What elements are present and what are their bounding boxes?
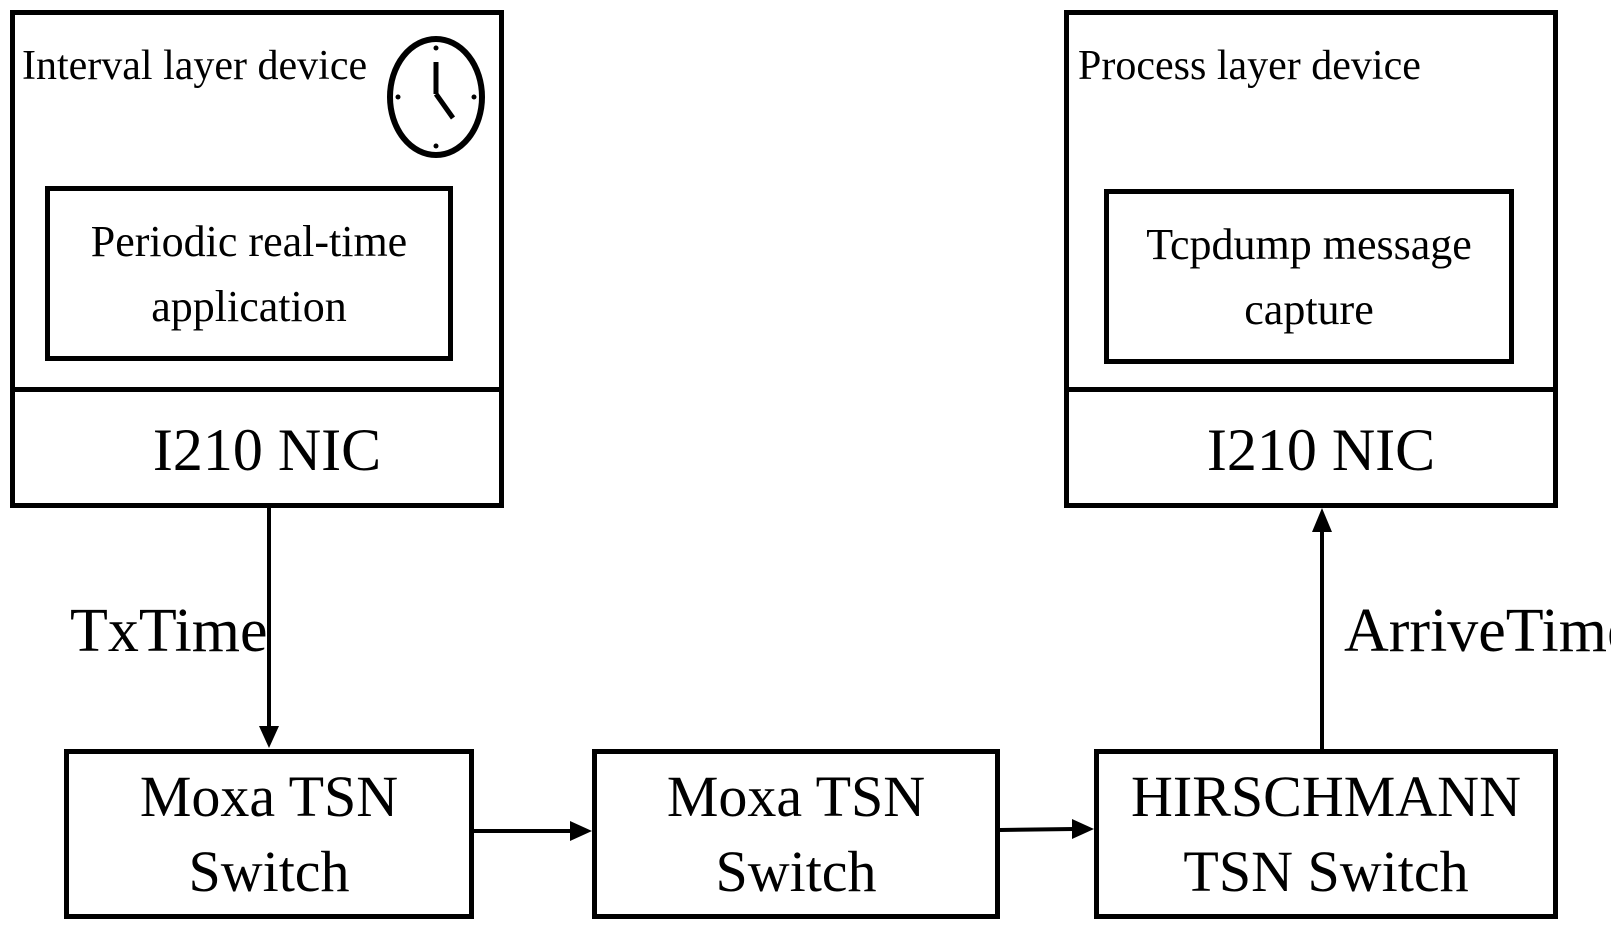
hirschmann-switch-line1: HIRSCHMANN bbox=[1131, 764, 1521, 829]
process-device-divider bbox=[1064, 387, 1558, 392]
periodic-application-box: Periodic real-time application bbox=[45, 186, 453, 361]
tcpdump-capture-line2: capture bbox=[1244, 284, 1374, 334]
tcpdump-capture-line1: Tcpdump message bbox=[1146, 219, 1472, 269]
moxa-switch-1: Moxa TSN Switch bbox=[64, 749, 474, 919]
periodic-application-line1: Periodic real-time bbox=[90, 216, 408, 266]
moxa-switch-1-line2: Switch bbox=[188, 839, 350, 904]
process-device-title: Process layer device bbox=[1078, 43, 1421, 89]
moxa-switch-2-line2: Switch bbox=[715, 839, 877, 904]
interval-device-divider bbox=[10, 387, 504, 392]
txtime-label: TxTime bbox=[70, 597, 268, 665]
periodic-application-line2: application bbox=[151, 281, 347, 331]
arrow-arrivetime bbox=[1312, 508, 1332, 749]
interval-nic-label: I210 NIC bbox=[152, 416, 382, 483]
interval-device-title: Interval layer device bbox=[22, 43, 368, 89]
arrow-switch2-to-hirschmann bbox=[999, 819, 1094, 839]
arrivetime-label: ArriveTime bbox=[1344, 597, 1611, 665]
tcpdump-capture-box: Tcpdump message capture bbox=[1104, 189, 1514, 364]
hirschmann-switch-line2: TSN Switch bbox=[1183, 839, 1469, 904]
hirschmann-switch: HIRSCHMANN TSN Switch bbox=[1094, 749, 1558, 919]
arrow-switch1-to-switch2 bbox=[474, 821, 592, 841]
process-nic-label: I210 NIC bbox=[1206, 416, 1436, 483]
moxa-switch-2: Moxa TSN Switch bbox=[592, 749, 1000, 919]
moxa-switch-1-line1: Moxa TSN bbox=[139, 764, 399, 829]
moxa-switch-2-line1: Moxa TSN bbox=[666, 764, 926, 829]
